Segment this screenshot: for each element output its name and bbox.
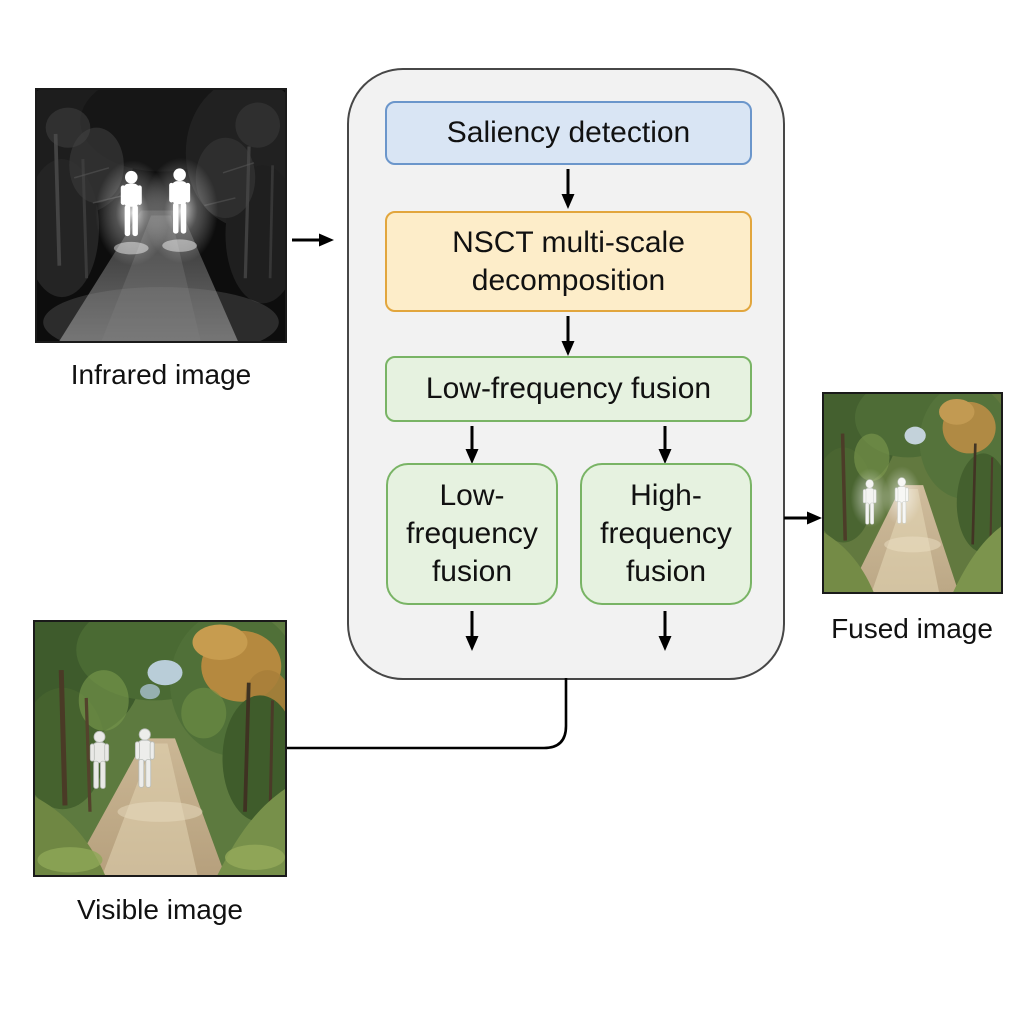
arrow-to-highfreq-small [657,426,673,464]
pipeline-container: Saliency detection NSCT multi-scale deco… [347,68,785,680]
arrow-to-lowfreq-small [464,426,480,464]
elbow-connector-line [285,676,568,750]
saliency-detection-box: Saliency detection [385,101,752,165]
down-arrow-icon [465,426,479,464]
right-arrow-icon [784,511,822,525]
arrow-pipeline-to-fused [784,510,822,526]
visible-photo [33,620,287,877]
down-arrow-icon [658,611,672,651]
down-arrow-icon [465,611,479,651]
highfreq-fusion-small-box: High- frequency fusion [580,463,752,605]
right-arrow-icon [292,233,334,247]
infrared-caption: Infrared image [70,359,252,390]
visible-caption: Visible image [76,894,244,925]
arrow-infrared-to-pipeline [292,232,334,248]
arrow-nsct-to-lowfreq [560,316,576,356]
fused-photo [822,392,1003,594]
visible-scene-graphic [35,622,285,875]
down-arrow-icon [561,169,575,209]
connector-visible-to-pipeline [285,676,571,759]
infrared-photo [35,88,287,343]
arrow-out-lowfreq [464,611,480,651]
infrared-scene-graphic [37,90,285,341]
down-arrow-icon [561,316,575,356]
arrow-saliency-to-nsct [560,169,576,209]
arrow-out-highfreq [657,611,673,651]
lowfreq-fusion-wide-box: Low-frequency fusion [385,356,752,422]
nsct-decomposition-box: NSCT multi-scale decomposition [385,211,752,312]
fused-caption: Fused image [831,613,993,644]
lowfreq-fusion-small-box: Low- frequency fusion [386,463,558,605]
fused-scene-graphic [824,394,1001,592]
down-arrow-icon [658,426,672,464]
